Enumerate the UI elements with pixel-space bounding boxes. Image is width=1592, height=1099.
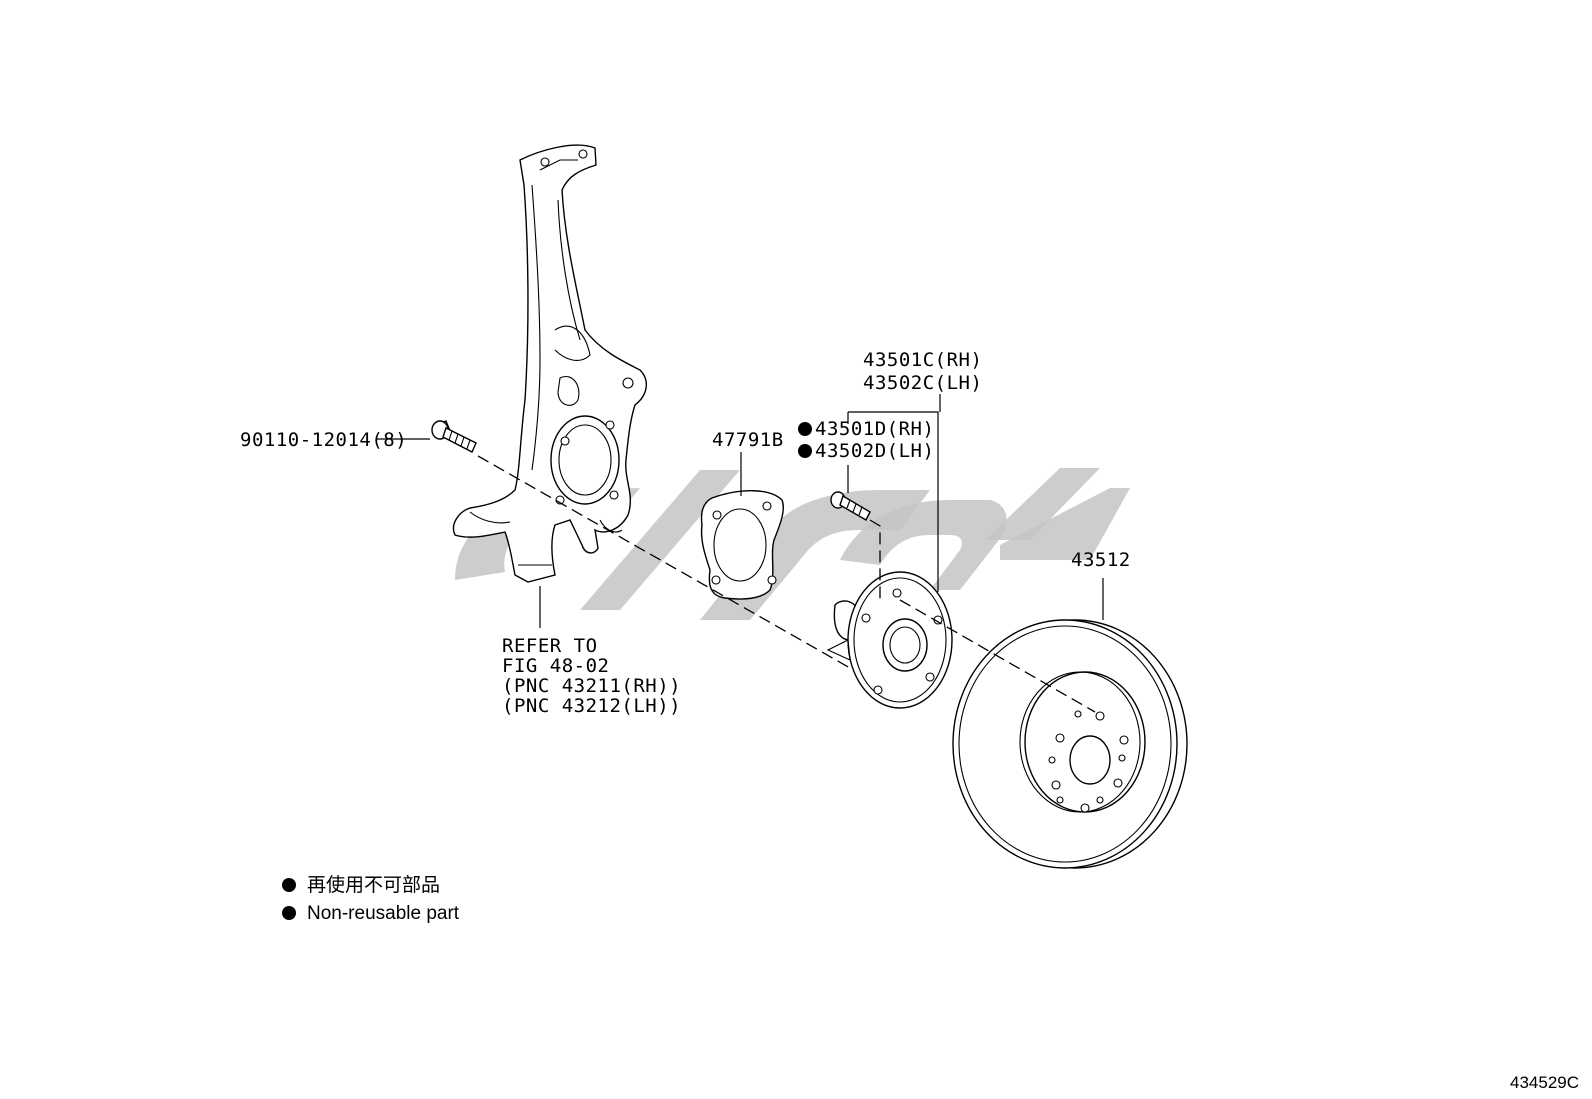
callout-gasket: 47791B — [712, 429, 784, 451]
steering-knuckle — [452, 144, 647, 583]
knuckle-bolt — [431, 420, 477, 453]
callout-hub-rh: 43501C(RH) — [863, 349, 982, 371]
callout-hub-lh: 43502C(LH) — [863, 372, 982, 394]
legend-marker-icon — [282, 878, 296, 892]
gasket-47791b — [700, 490, 784, 600]
legend-marker-icon — [282, 906, 296, 920]
leader-lines — [376, 394, 1104, 628]
non-reusable-marker-icon — [798, 422, 812, 436]
refer-line: (PNC 43212(LH)) — [502, 695, 681, 717]
hub-bearing — [826, 571, 953, 709]
brake-disc-43512 — [952, 619, 1188, 869]
callout-hub-bolt-lh: 43502D(LH) — [815, 440, 934, 462]
alignment-lines — [477, 455, 1096, 713]
callout-disc: 43512 — [1071, 549, 1131, 571]
legend-text-en: Non-reusable part — [307, 903, 460, 924]
non-reusable-marker-icon — [798, 444, 812, 458]
figure-id: 434529C — [1510, 1073, 1579, 1092]
refer-line: REFER TO — [502, 635, 598, 657]
legend: 再使用不可部品 Non-reusable part — [282, 874, 460, 924]
callout-hub-bolt-rh: 43501D(RH) — [815, 418, 934, 440]
refer-line: FIG 48-02 — [502, 655, 609, 677]
callout-bolt: 90110-12014(8) — [240, 429, 407, 451]
hub-bolt — [830, 491, 871, 521]
legend-text-jp: 再使用不可部品 — [307, 874, 440, 896]
refer-line: (PNC 43211(RH)) — [502, 675, 681, 697]
